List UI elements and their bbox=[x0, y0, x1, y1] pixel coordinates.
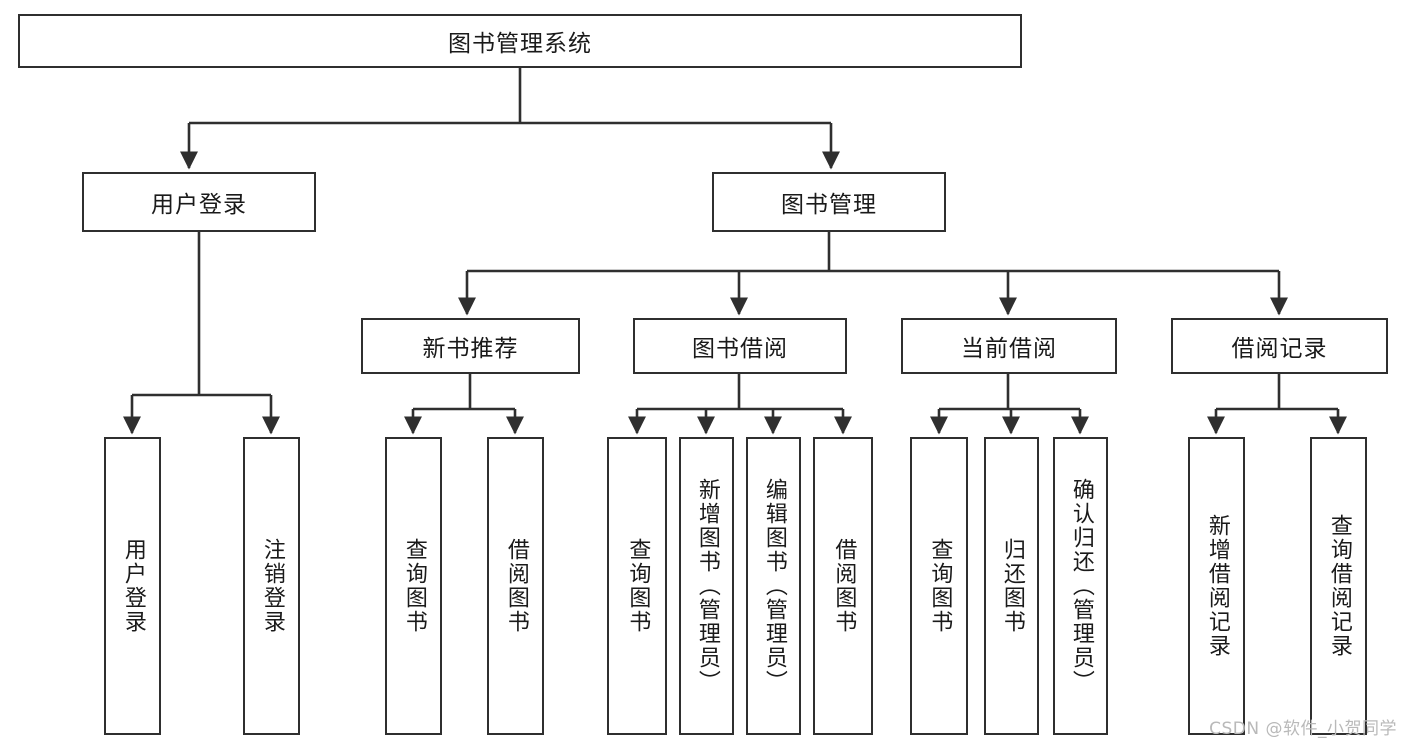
node-current-borrow[interactable]: 当前借阅 bbox=[901, 318, 1117, 374]
leaf-query-borrow-record-label: 查询借阅记录 bbox=[1326, 514, 1352, 658]
leaf-confirm-return-admin-label: 确认归还（管理员） bbox=[1068, 478, 1094, 694]
leaf-query-book-current-label: 查询图书 bbox=[927, 538, 953, 634]
leaf-user-login-label: 用户登录 bbox=[120, 538, 146, 634]
leaf-logout[interactable]: 注销登录 bbox=[243, 437, 300, 735]
leaf-logout-label: 注销登录 bbox=[259, 538, 285, 634]
leaf-query-book-recommend[interactable]: 查询图书 bbox=[385, 437, 442, 735]
leaf-add-book-admin-label: 新增图书（管理员） bbox=[694, 478, 720, 694]
node-new-book-recommend-label: 新书推荐 bbox=[422, 336, 519, 362]
leaf-borrow-book-recommend-label: 借阅图书 bbox=[503, 538, 529, 634]
leaf-edit-book-admin-label: 编辑图书（管理员） bbox=[761, 478, 787, 694]
leaf-add-borrow-record[interactable]: 新增借阅记录 bbox=[1188, 437, 1245, 735]
leaf-return-book[interactable]: 归还图书 bbox=[984, 437, 1039, 735]
node-book-borrow[interactable]: 图书借阅 bbox=[633, 318, 847, 374]
node-book-borrow-label: 图书借阅 bbox=[692, 336, 788, 362]
leaf-borrow-book-borrow-label: 借阅图书 bbox=[831, 538, 857, 634]
node-new-book-recommend[interactable]: 新书推荐 bbox=[361, 318, 580, 374]
leaf-confirm-return-admin[interactable]: 确认归还（管理员） bbox=[1053, 437, 1108, 735]
node-book-management[interactable]: 图书管理 bbox=[712, 172, 946, 232]
node-user-login-label: 用户登录 bbox=[151, 192, 247, 218]
leaf-borrow-book-borrow[interactable]: 借阅图书 bbox=[813, 437, 873, 735]
node-user-login[interactable]: 用户登录 bbox=[82, 172, 316, 232]
leaf-add-borrow-record-label: 新增借阅记录 bbox=[1204, 514, 1230, 658]
node-borrow-record-label: 借阅记录 bbox=[1231, 336, 1328, 362]
node-book-management-label: 图书管理 bbox=[781, 192, 877, 218]
leaf-query-borrow-record[interactable]: 查询借阅记录 bbox=[1310, 437, 1367, 735]
leaf-query-book-borrow-label: 查询图书 bbox=[625, 538, 651, 634]
node-root-label: 图书管理系统 bbox=[448, 31, 592, 57]
leaf-query-book-borrow[interactable]: 查询图书 bbox=[607, 437, 667, 735]
leaf-user-login[interactable]: 用户登录 bbox=[104, 437, 161, 735]
leaf-edit-book-admin[interactable]: 编辑图书（管理员） bbox=[746, 437, 801, 735]
leaf-return-book-label: 归还图书 bbox=[999, 538, 1025, 634]
node-current-borrow-label: 当前借阅 bbox=[961, 336, 1057, 362]
node-root[interactable]: 图书管理系统 bbox=[18, 14, 1022, 68]
leaf-add-book-admin[interactable]: 新增图书（管理员） bbox=[679, 437, 734, 735]
leaf-query-book-recommend-label: 查询图书 bbox=[401, 538, 427, 634]
leaf-borrow-book-recommend[interactable]: 借阅图书 bbox=[487, 437, 544, 735]
node-borrow-record[interactable]: 借阅记录 bbox=[1171, 318, 1388, 374]
leaf-query-book-current[interactable]: 查询图书 bbox=[910, 437, 968, 735]
